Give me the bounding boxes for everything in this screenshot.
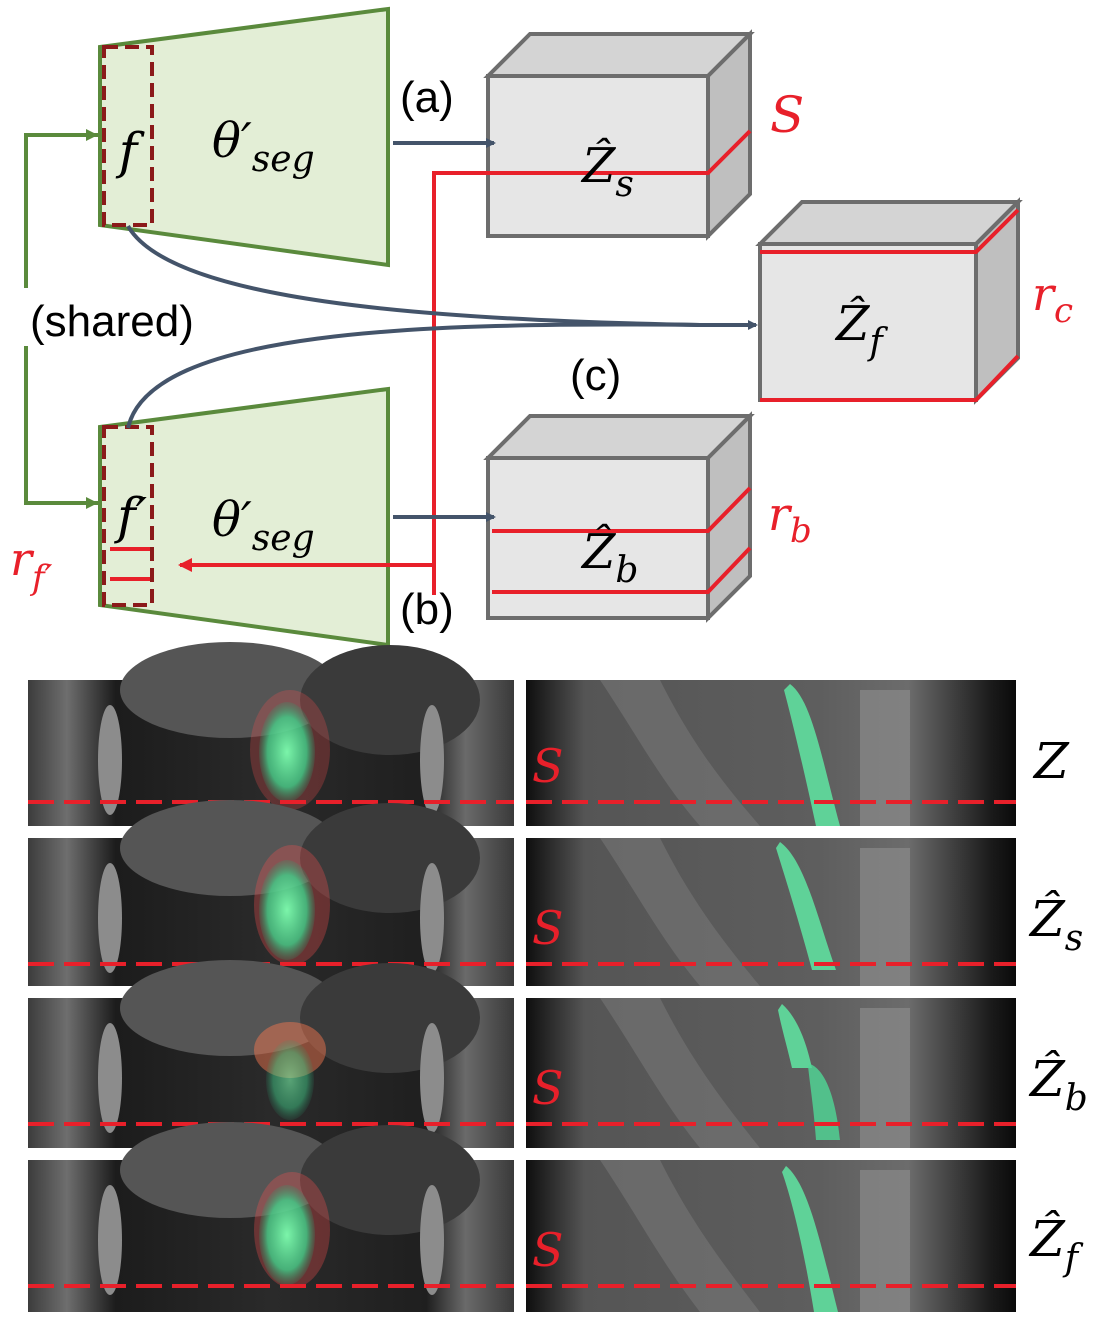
region-c-upper <box>760 208 1020 254</box>
coronal-slice <box>28 1122 514 1312</box>
sagittal-slice: S <box>526 998 1016 1148</box>
slice-s-label: S <box>532 1223 564 1277</box>
tumor-overlay <box>808 1064 840 1140</box>
cube-zb-label: Ẑb <box>580 523 638 591</box>
arrow-c: (c) <box>126 225 758 429</box>
encoder-top: f θ′seg <box>98 6 390 268</box>
row-label: Ẑs <box>1028 889 1083 959</box>
tumor-overlay <box>778 1004 812 1068</box>
arrow-c-label: (c) <box>570 351 621 400</box>
sagittal-slice: S <box>526 680 1016 826</box>
row-label: Ẑb <box>1028 1049 1088 1119</box>
arrow-a: (a) <box>393 73 496 148</box>
cube-zf-front <box>758 242 978 402</box>
region-c-lower <box>760 354 1020 402</box>
arrow-b: (b) <box>178 512 496 634</box>
tumor-overlay <box>259 702 315 802</box>
tumor-overlay <box>782 1166 838 1312</box>
row-label: Z <box>1032 732 1070 790</box>
slice-grid: S Z S <box>28 642 1088 1312</box>
slice-row: S Z <box>28 642 1070 826</box>
slice-row: S Ẑs <box>28 800 1083 986</box>
theta-seg-label-top: θ′seg <box>212 113 315 180</box>
tumor-overlay <box>259 1185 315 1285</box>
region-b-lower <box>492 546 752 594</box>
cube-zf-top <box>755 200 1023 246</box>
slice-s-label: S <box>532 739 564 793</box>
region-b-upper <box>492 486 752 533</box>
slice-s-label: S <box>770 86 804 144</box>
shared-connector: (shared) <box>10 129 250 509</box>
coronal-slice <box>28 800 514 986</box>
tumor-overlay <box>266 1040 314 1120</box>
sagittal-slice: S <box>526 1160 1016 1312</box>
cube-zs-top <box>483 32 755 78</box>
cube-zs-label: Ẑs <box>580 137 634 205</box>
arrow-c-upper-curve <box>126 225 701 327</box>
arrow-b-label: (b) <box>400 585 454 634</box>
row-label: Ẑf <box>1028 1209 1084 1279</box>
volume-z-s: Ẑs S <box>432 29 804 595</box>
encoder-top-trapezoid <box>98 6 390 268</box>
arrow-a-label: (a) <box>400 73 454 122</box>
tumor-overlay <box>259 860 315 960</box>
slice-s-line <box>432 129 752 595</box>
region-label-r-f-prime: rf′ <box>10 532 53 598</box>
slice-row: S Ẑf <box>28 1122 1084 1312</box>
slice-s-label: S <box>532 901 564 955</box>
shared-label: (shared) <box>30 297 194 346</box>
cube-zb-top <box>483 414 755 460</box>
sagittal-slice: S <box>526 838 1016 986</box>
tumor-overlay <box>776 842 836 970</box>
feature-box-f <box>102 45 154 227</box>
tumor-overlay <box>784 684 840 826</box>
slice-row: S Ẑb <box>28 960 1088 1148</box>
region-b-label: rb <box>768 487 812 551</box>
theta-seg-label-bottom: θ′seg <box>212 492 315 559</box>
feature-label-f-prime: f′ <box>113 487 148 545</box>
encoder-bottom-trapezoid <box>98 386 390 648</box>
region-c-label: rc <box>1032 267 1073 331</box>
volume-z-b: Ẑb rb <box>483 411 812 623</box>
encoder-bottom: f′ θ′seg rf′ <box>10 386 390 648</box>
coronal-slice <box>28 960 514 1148</box>
slice-s-label: S <box>532 1061 564 1115</box>
arrow-c-lower-curve <box>126 322 701 429</box>
coronal-slice <box>28 642 514 826</box>
volume-z-f: Ẑf rc <box>755 197 1073 405</box>
cube-zs-front <box>486 74 710 238</box>
